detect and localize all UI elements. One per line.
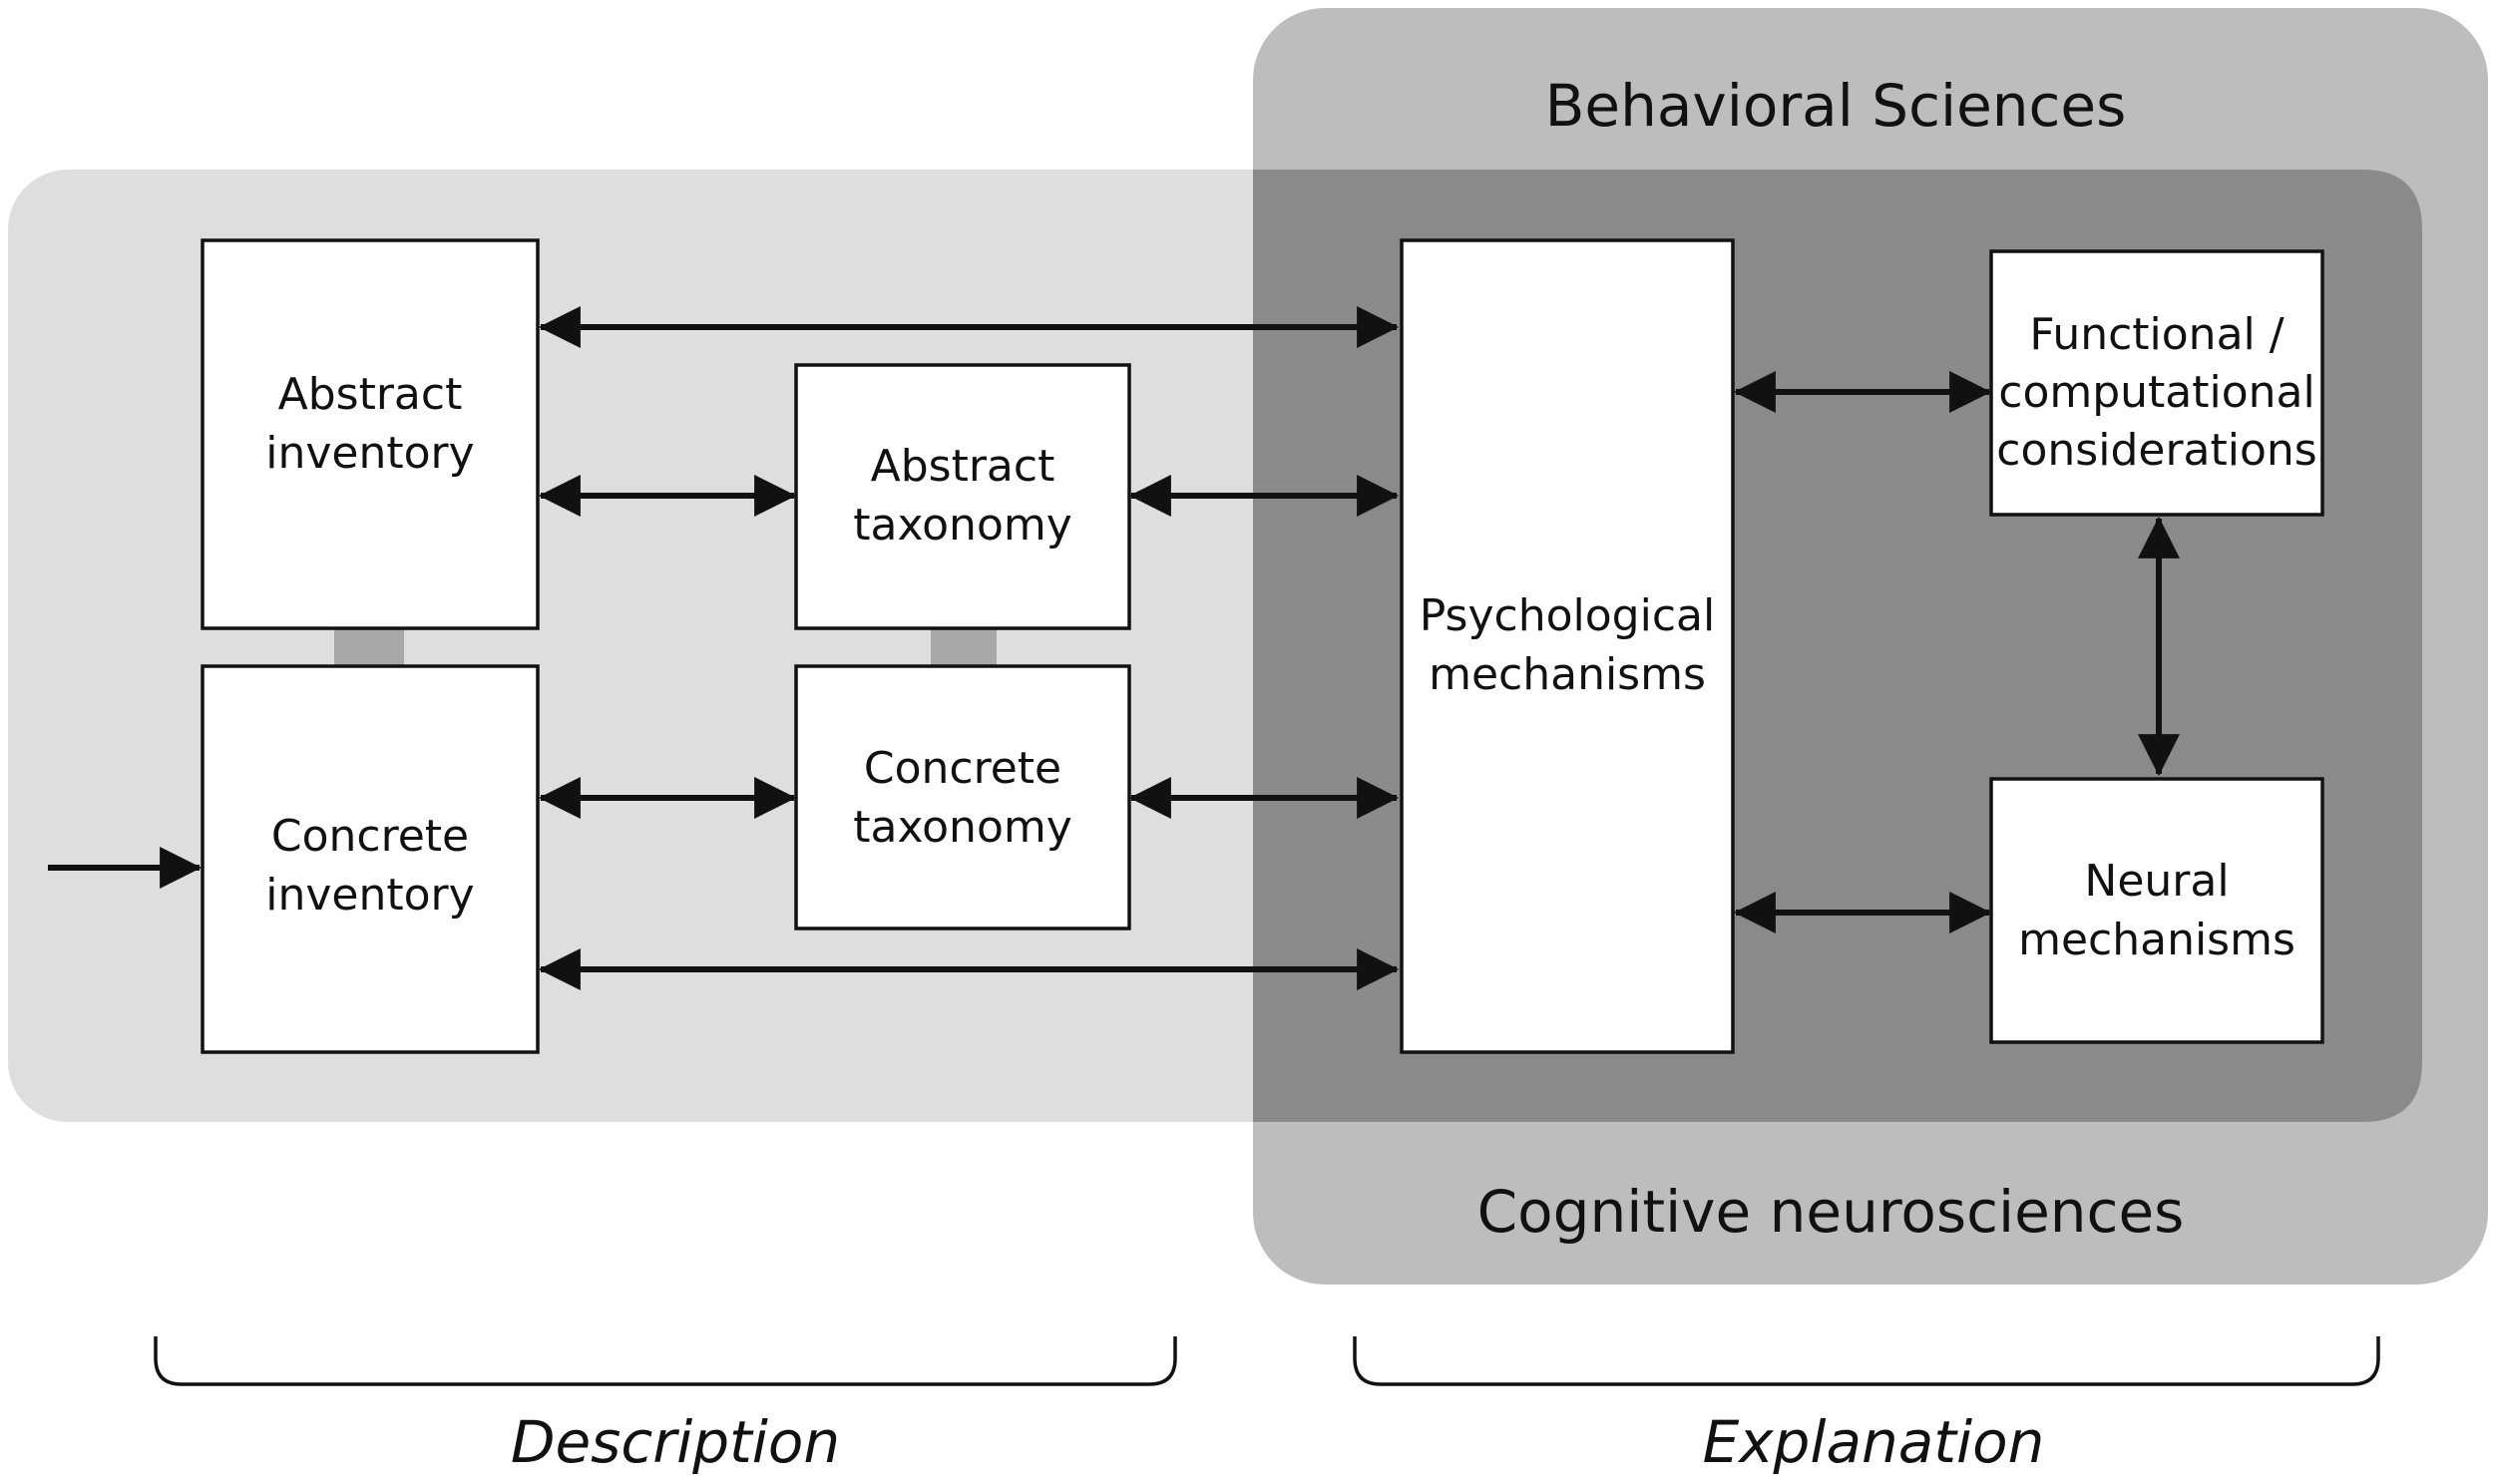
abstract-taxonomy-box: Abstract taxonomy	[794, 363, 1131, 630]
psychological-mechanisms-box: Psychological mechanisms	[1400, 238, 1735, 1054]
behavioral-sciences-label: Behavioral Sciences	[1545, 72, 2127, 140]
concrete-taxonomy-line-1: Concrete	[864, 743, 1061, 794]
functional-line-2: computational	[1998, 367, 2314, 418]
abstract-inventory-line-2: inventory	[265, 428, 474, 479]
description-brace	[154, 1336, 1177, 1386]
taxonomy-connector	[931, 628, 997, 666]
neural-mechanisms-line-1: Neural	[2084, 856, 2229, 907]
functional-line-3: considerations	[1996, 425, 2316, 476]
cognitive-neurosciences-label: Cognitive neurosciences	[1477, 1178, 2185, 1246]
functional-computational-box: Functional / computational considerations	[1989, 249, 2324, 517]
concrete-inventory-line-2: inventory	[265, 870, 474, 921]
explanation-brace	[1353, 1336, 2380, 1386]
description-label: Description	[511, 1408, 840, 1476]
explanation-label: Explanation	[1703, 1408, 2045, 1476]
functional-line-1: Functional /	[2029, 309, 2284, 360]
abstract-taxonomy-line-1: Abstract	[871, 441, 1055, 492]
psychological-mechanisms-line-1: Psychological	[1420, 590, 1715, 641]
concrete-taxonomy-line-2: taxonomy	[853, 802, 1072, 853]
abstract-inventory-box: Abstract inventory	[201, 238, 540, 630]
neural-mechanisms-line-2: mechanisms	[2018, 915, 2295, 965]
abstract-inventory-line-1: Abstract	[278, 369, 463, 420]
neural-mechanisms-box: Neural mechanisms	[1989, 777, 2324, 1044]
inventory-connector	[334, 628, 404, 666]
concrete-inventory-line-1: Concrete	[271, 811, 469, 862]
psychological-mechanisms-line-2: mechanisms	[1429, 649, 1706, 700]
abstract-taxonomy-line-2: taxonomy	[853, 500, 1072, 551]
concrete-inventory-box: Concrete inventory	[201, 664, 540, 1054]
concrete-taxonomy-box: Concrete taxonomy	[794, 664, 1131, 930]
